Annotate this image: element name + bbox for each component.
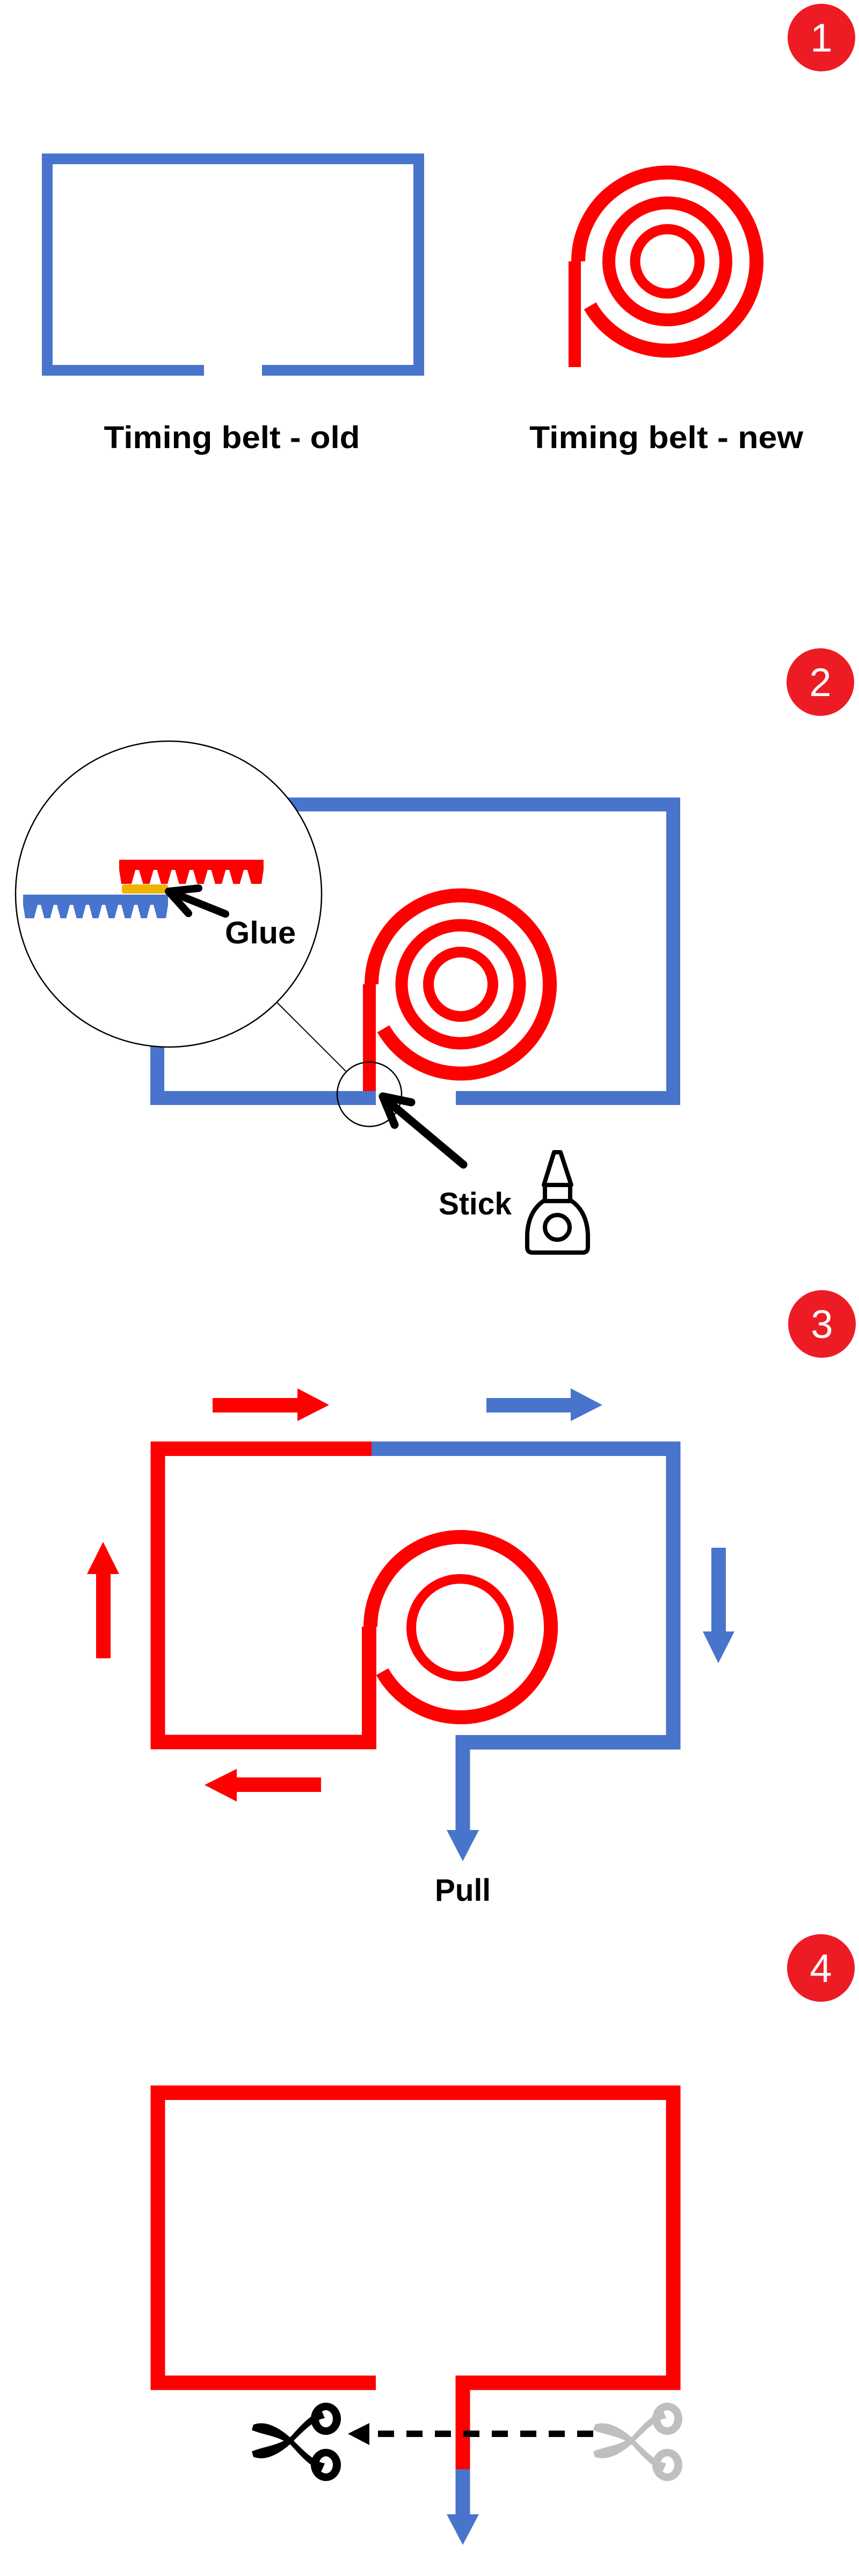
label-old-belt: Timing belt - old [104,420,360,455]
step-2: Glue Stick [14,740,680,1255]
step-number: 3 [811,1302,833,1346]
old-belt-teeth [23,895,168,918]
callout-target-circle [336,1061,403,1128]
step-1: Timing belt - old Timing belt - new [42,153,804,455]
new-belt-outer-wrap [365,888,557,1081]
label-pull: Pull [435,1873,491,1908]
new-belt-middle-wrap [395,919,526,1050]
glue-pointer-arrow [165,884,229,918]
scissors-icon [252,2403,341,2481]
cut-path-arrow-head [348,2423,369,2445]
step-badge-4: 4 [787,1934,855,2002]
glue-bottle-icon [525,1150,590,1255]
step-4 [150,2085,682,2545]
label-stick: Stick [439,1187,512,1221]
new-belt-inner-wrap [406,1574,514,1681]
callout-connector [276,1002,347,1072]
old-belt-pulled [372,1441,681,1831]
direction-arrow-down-blue [703,1548,734,1663]
new-belt-middle-wrap [602,196,732,326]
direction-arrow-left-red [205,1769,321,1802]
pull-arrow-head [447,2514,479,2545]
new-belt-outer-wrap [571,165,763,358]
pull-arrow-head [447,1830,479,1861]
step-badge-3: 3 [788,1290,856,1358]
stick-pointer-arrow [378,1092,468,1169]
label-glue: Glue [225,916,296,950]
direction-arrow-right-blue [486,1388,602,1421]
new-belt-pulled [150,1441,376,1750]
new-belt-roll [363,888,557,1091]
new-belt-roll [569,165,763,367]
direction-arrow-up-red [87,1542,119,1658]
new-belt-inner-wrap [630,224,705,299]
label-new-belt: Timing belt - new [529,420,804,455]
step-number: 2 [809,660,831,705]
scissors-ghost-icon [593,2403,682,2481]
step-3: Pull [87,1388,734,1908]
step-number: 1 [810,16,832,60]
old-belt [42,153,424,376]
new-belt-teeth [119,860,264,884]
glue-layer [122,884,168,894]
old-belt [150,797,680,1105]
new-belt-roll [363,1529,558,1724]
direction-arrow-right-red [213,1388,329,1421]
new-belt-outer-wrap [363,1529,558,1724]
step-badge-2: 2 [787,648,854,716]
step-badge-1: 1 [788,4,855,71]
new-belt-installed [150,2085,681,2470]
new-belt-inner-wrap [423,947,498,1022]
step-number: 4 [810,1946,832,1990]
